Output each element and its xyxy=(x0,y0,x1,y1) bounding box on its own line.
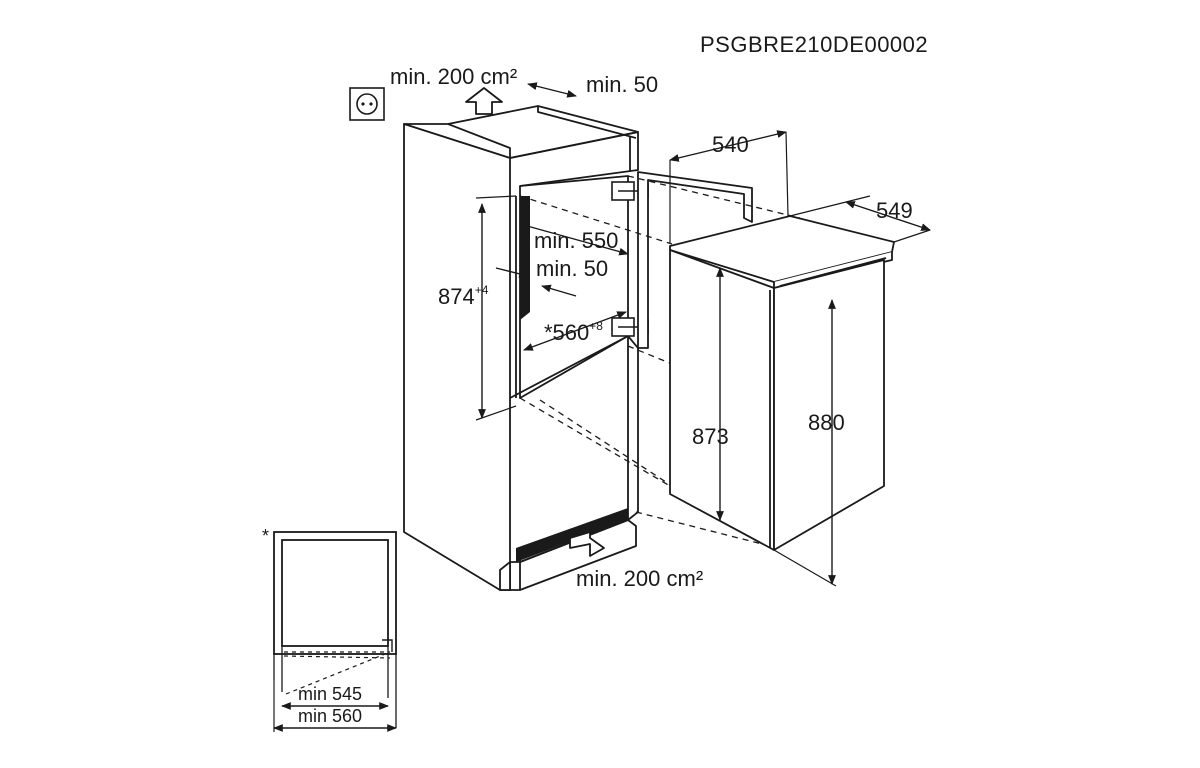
niche-depth-label: min. 550 xyxy=(534,228,618,253)
appliance-total-height-label: 880 xyxy=(808,410,845,435)
niche-width-dimension xyxy=(523,311,627,351)
cabinet-door xyxy=(637,171,753,349)
cabinet-depth-dimension xyxy=(669,130,789,244)
top-gap-dimension xyxy=(527,82,577,98)
niche-depth-dimension xyxy=(519,222,629,256)
plan-view-door-swing xyxy=(283,651,391,695)
rear-gap-dimension xyxy=(495,267,577,297)
rear-gap-label: min. 50 xyxy=(536,256,608,281)
vent-top-label: min. 200 cm² xyxy=(390,64,517,89)
appliance-depth-dimension xyxy=(789,195,931,243)
vent-bottom-label: min. 200 cm² xyxy=(576,566,703,591)
cabinet-depth-label: 540 xyxy=(712,132,749,157)
kitchen-cabinet xyxy=(403,105,639,591)
projection-lines xyxy=(519,175,801,547)
appliance-total-height-dimension xyxy=(773,299,837,587)
appliance-body-height-label: 873 xyxy=(692,424,729,449)
plan-view xyxy=(273,531,397,728)
airflow-in-arrow-icon xyxy=(569,531,605,557)
document-code: PSGBRE210DE00002 xyxy=(700,32,928,57)
footnote-mark: * xyxy=(262,526,269,546)
power-socket-icon xyxy=(349,87,385,121)
niche-height-label: 874+4 xyxy=(438,283,489,309)
plan-outer-width-label: min 560 xyxy=(298,706,362,726)
top-gap-label: min. 50 xyxy=(586,72,658,97)
niche-height-dimension xyxy=(475,195,517,421)
niche-width-label: *560+8 xyxy=(544,319,603,345)
appliance-body xyxy=(669,215,895,551)
plan-inner-width-label: min 545 xyxy=(298,684,362,704)
appliance-depth-label: 549 xyxy=(876,198,913,223)
airflow-up-arrow-icon xyxy=(465,87,503,115)
plan-outer-width-dimension xyxy=(273,680,397,732)
